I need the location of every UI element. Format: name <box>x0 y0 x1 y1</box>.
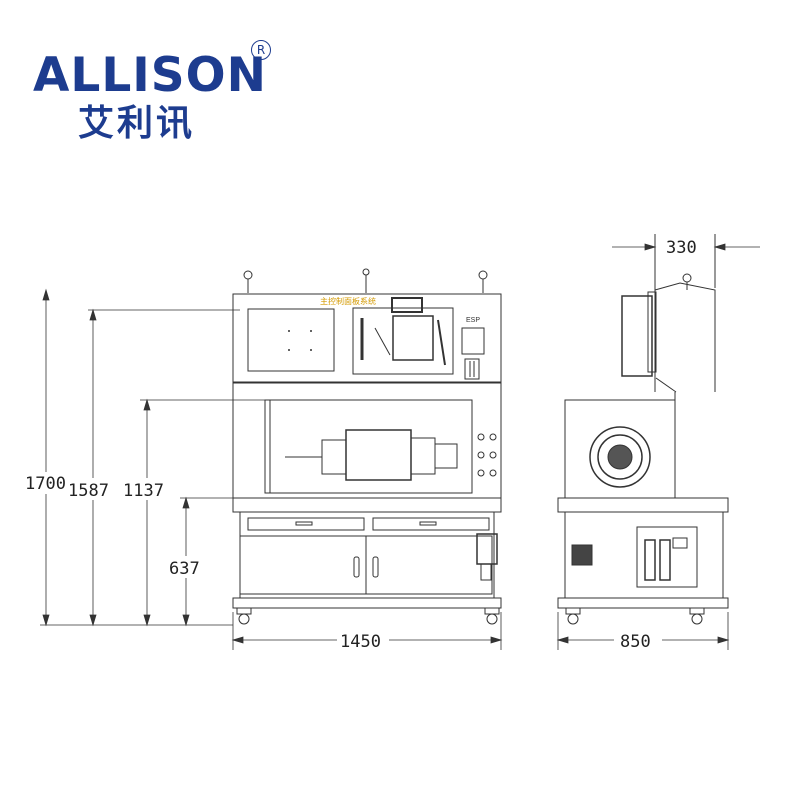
logo-chinese: 艾利讯 <box>78 103 196 144</box>
filter-2 <box>659 539 671 581</box>
motor-body <box>345 429 412 481</box>
button-array <box>477 433 497 477</box>
side-caster-right <box>689 607 705 625</box>
esp-tag: ESP <box>466 317 480 324</box>
fixture <box>434 443 458 469</box>
motor-end <box>321 439 347 475</box>
lifting-eye-right <box>478 270 488 293</box>
dim-table-height: 637 <box>169 559 200 579</box>
lower-cabinet <box>239 511 495 599</box>
display-panel <box>247 308 335 372</box>
side-base-frame <box>557 597 729 609</box>
dim-work-height: 1137 <box>123 481 164 501</box>
side-view: 850 330 <box>556 234 760 652</box>
front-view: 主控制面板系统 ESP <box>24 268 503 652</box>
work-window <box>264 399 473 494</box>
valve-block <box>391 297 423 313</box>
side-power-switch <box>571 544 593 566</box>
motor-face-inner <box>597 434 643 480</box>
upper-cabinet <box>232 293 502 383</box>
side-table-top <box>557 497 729 513</box>
caster-right <box>484 607 500 625</box>
side-lifting-eye <box>682 273 692 290</box>
motor-face-center <box>607 444 633 470</box>
side-mount <box>647 291 657 373</box>
base-frame <box>232 597 502 609</box>
motor-face-outer <box>589 426 651 488</box>
filter-1 <box>644 539 656 581</box>
side-dimension-lines <box>556 243 760 650</box>
drawer-left <box>247 517 365 531</box>
coupling <box>410 437 436 475</box>
front-dimension-lines <box>40 288 503 650</box>
caster-left <box>236 607 252 625</box>
lifting-eye-left <box>243 270 253 293</box>
drawer-right <box>372 517 490 531</box>
door-right <box>365 535 493 595</box>
regulator <box>672 537 688 549</box>
logo-brand: ALLISON <box>33 48 267 103</box>
dim-depth: 850 <box>620 632 651 652</box>
lifting-eye-middle <box>362 268 370 293</box>
panel-label: 主控制面板系统 <box>320 296 376 306</box>
control-panel <box>352 307 454 375</box>
pneumatic-unit <box>392 315 434 361</box>
side-control-unit <box>621 295 653 377</box>
side-caster-left <box>565 607 581 625</box>
esp-tag-box <box>461 327 485 355</box>
door-left <box>239 535 367 595</box>
dim-upper-height: 1587 <box>68 481 109 501</box>
filter-regulator-frame <box>636 526 698 588</box>
registered-mark: R <box>251 40 271 60</box>
dim-total-height: 1700 <box>25 474 66 494</box>
table-top <box>232 497 502 513</box>
barcode-label <box>464 358 480 380</box>
dim-width: 1450 <box>340 632 381 652</box>
dim-top-offset: 330 <box>666 238 697 258</box>
